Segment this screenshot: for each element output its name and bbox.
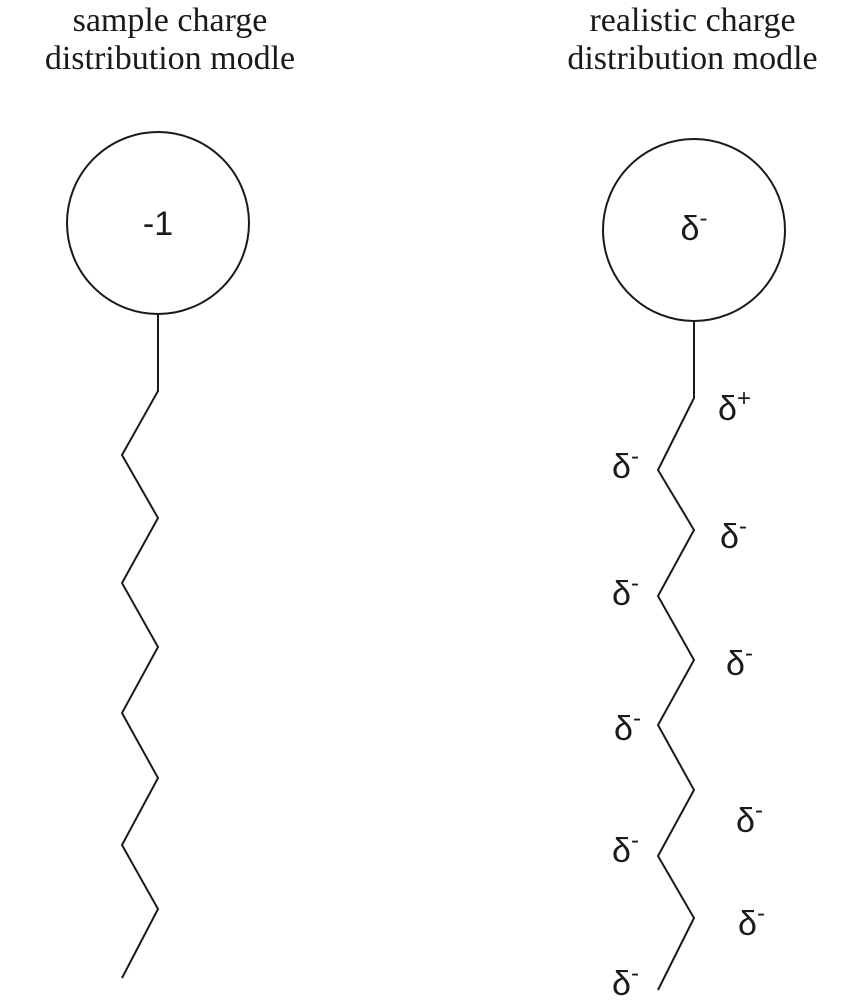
left-head-charge: -1	[143, 205, 173, 243]
chain-charge-label: δ+	[718, 385, 751, 428]
left-title-line1: sample charge	[72, 2, 268, 39]
right-title-line1: realistic charge	[589, 2, 796, 39]
right-model: δ- δ+ δ-δ-δ-δ-δ-δ-δ-δ-δ-	[602, 138, 786, 1000]
right-title-line2: distribution modle	[567, 40, 818, 77]
chain-charge-label: δ-	[612, 827, 639, 870]
left-tail-chain	[120, 314, 160, 979]
left-model: -1	[66, 131, 250, 979]
chain-charge-label: δ-	[720, 513, 747, 556]
right-model-title: realistic charge distribution modle	[520, 2, 865, 78]
chain-charge-label: δ-	[738, 900, 765, 943]
left-model-title: sample charge distribution modle	[0, 2, 340, 78]
chain-charge-label: δ-	[736, 797, 763, 840]
chain-charge-label: δ-	[612, 443, 639, 486]
right-head-charge: δ-	[681, 205, 708, 248]
chain-charge-labels: δ+ δ-δ-δ-δ-δ-δ-δ-δ-δ-	[612, 385, 765, 1000]
chain-charge-label: δ-	[614, 705, 641, 748]
chain-charge-label: δ-	[612, 570, 639, 613]
chain-charge-label: δ-	[726, 640, 753, 683]
chain-charge-label: δ-	[612, 960, 639, 1000]
right-tail-chain	[656, 321, 696, 991]
left-title-line2: distribution modle	[44, 40, 296, 77]
